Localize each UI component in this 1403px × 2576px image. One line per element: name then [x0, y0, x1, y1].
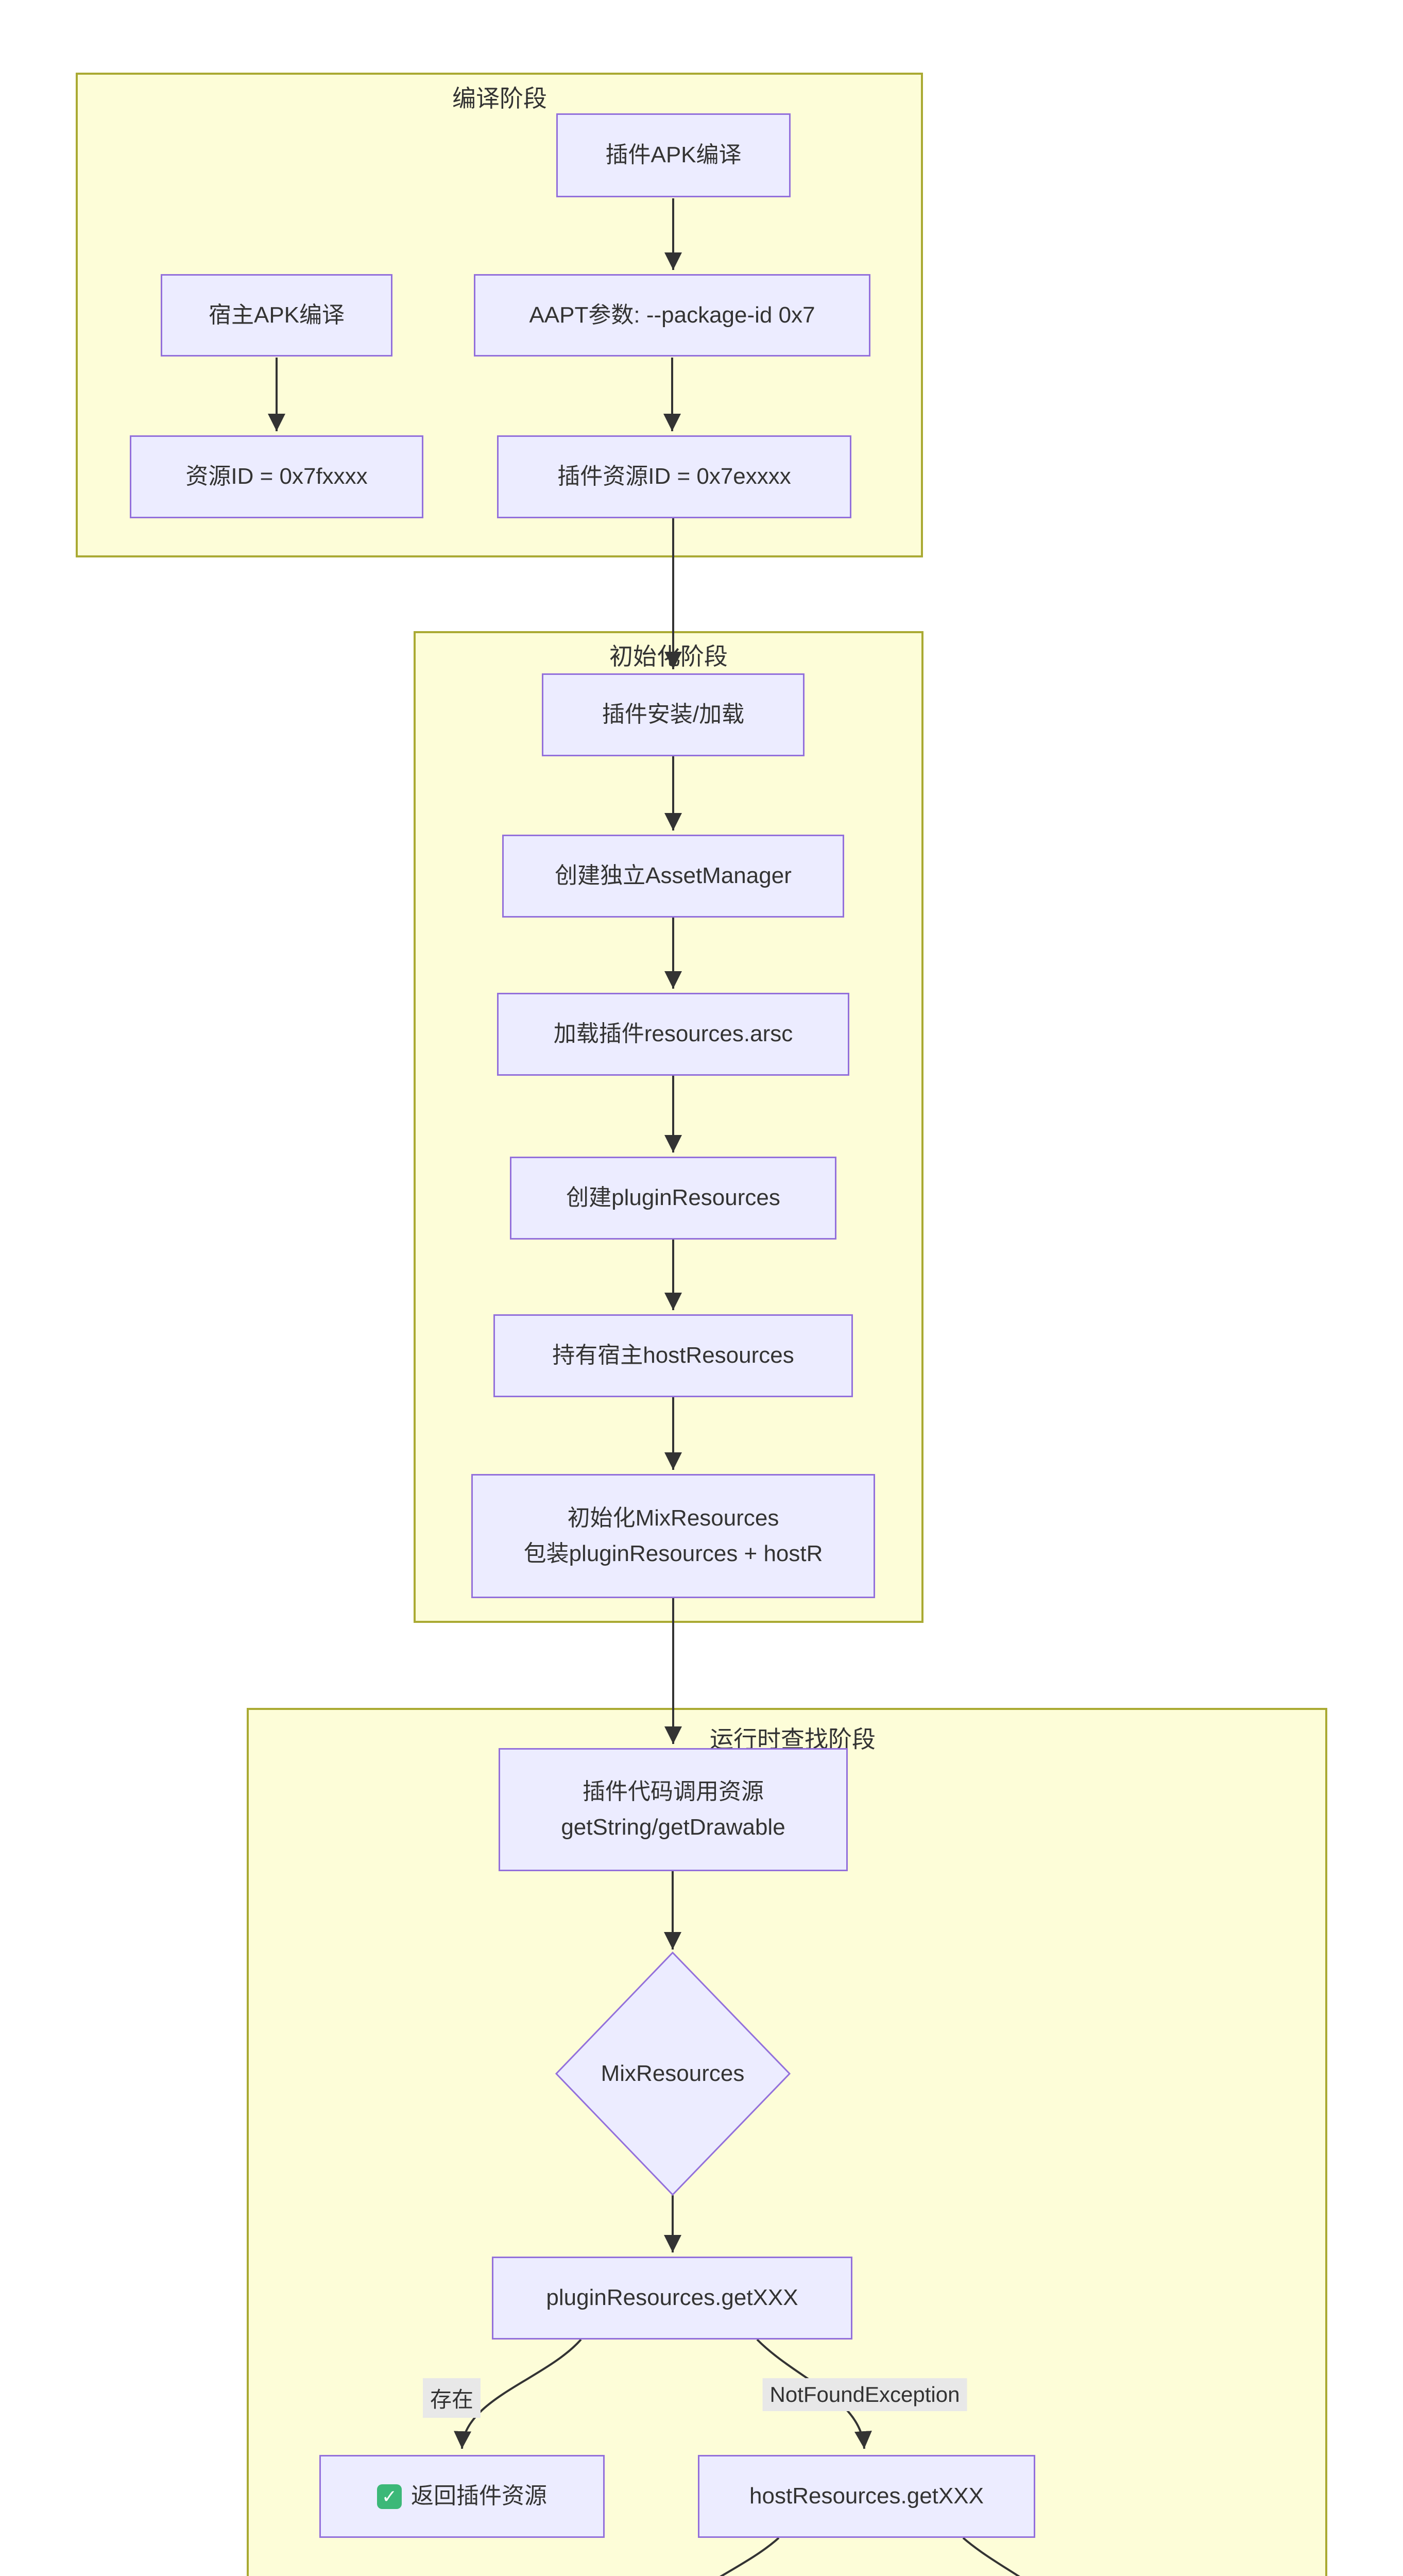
decision-diamond-shape [555, 1951, 791, 2196]
node-return-plugin-resource: ✓ 返回插件资源 [319, 2455, 605, 2538]
node-hold-host-resources: 持有宿主hostResources [493, 1314, 853, 1397]
node-create-plugin-resources: 创建pluginResources [510, 1157, 836, 1240]
node-plugin-apk-compile: 插件APK编译 [556, 113, 791, 197]
node-plugin-code-call: 插件代码调用资源 getString/getDrawable [499, 1748, 848, 1871]
node-plugin-resource-id: 插件资源ID = 0x7exxxx [497, 435, 851, 518]
node-host-resource-id: 资源ID = 0x7fxxxx [130, 435, 423, 518]
phase-title-compile: 编译阶段 [452, 85, 547, 112]
node-host-apk-compile: 宿主APK编译 [161, 274, 392, 357]
node-plugin-getxxx: pluginResources.getXXX [492, 2257, 852, 2340]
node-create-assetmanager: 创建独立AssetManager [502, 835, 844, 918]
phase-title-init: 初始化阶段 [609, 643, 728, 670]
node-mixresources-decision: MixResources [601, 2061, 745, 2086]
edge-label-exists-1: 存在 [422, 2378, 481, 2418]
node-plugin-install: 插件安装/加载 [542, 673, 805, 756]
node-load-arsc: 加载插件resources.arsc [497, 993, 849, 1076]
node-init-mixresources: 初始化MixResources 包装pluginResources + host… [471, 1474, 875, 1598]
node-aapt-param: AAPT参数: --package-id 0x7 [474, 274, 870, 357]
node-host-getxxx: hostResources.getXXX [698, 2455, 1035, 2538]
edge-label-notfoundexception: NotFoundException [762, 2378, 967, 2411]
check-icon: ✓ [377, 2484, 402, 2509]
